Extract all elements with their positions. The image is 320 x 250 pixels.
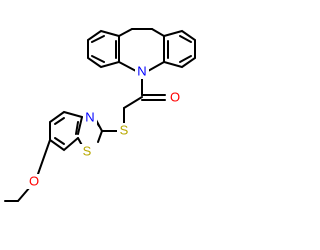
atom-label-s-thiazole: S	[83, 144, 92, 159]
molecule-structure: N O S N S O	[4, 28, 196, 202]
bond	[118, 28, 133, 37]
atom-label-o-carbonyl: O	[170, 90, 180, 105]
bond	[97, 130, 103, 143]
bond	[151, 28, 165, 37]
bond	[49, 110, 83, 152]
bond	[75, 121, 79, 135]
bond	[123, 96, 143, 109]
atom-labels: N O S N S O	[27, 64, 182, 189]
atom-label-n-azepine: N	[137, 64, 146, 79]
bond	[179, 55, 192, 63]
atom-label-n-thiazole: N	[85, 110, 94, 125]
atom-label-s-thioether: S	[120, 123, 129, 138]
bond	[37, 139, 51, 175]
bond	[17, 186, 31, 202]
atom-label-o-ether: O	[29, 174, 39, 189]
bond	[118, 61, 137, 72]
bond	[91, 35, 105, 43]
bond	[77, 116, 83, 135]
bond-skeleton	[4, 28, 196, 202]
bond	[179, 35, 192, 43]
bond	[54, 137, 65, 145]
bond	[91, 55, 105, 63]
bond	[147, 61, 165, 72]
bond	[54, 117, 65, 125]
